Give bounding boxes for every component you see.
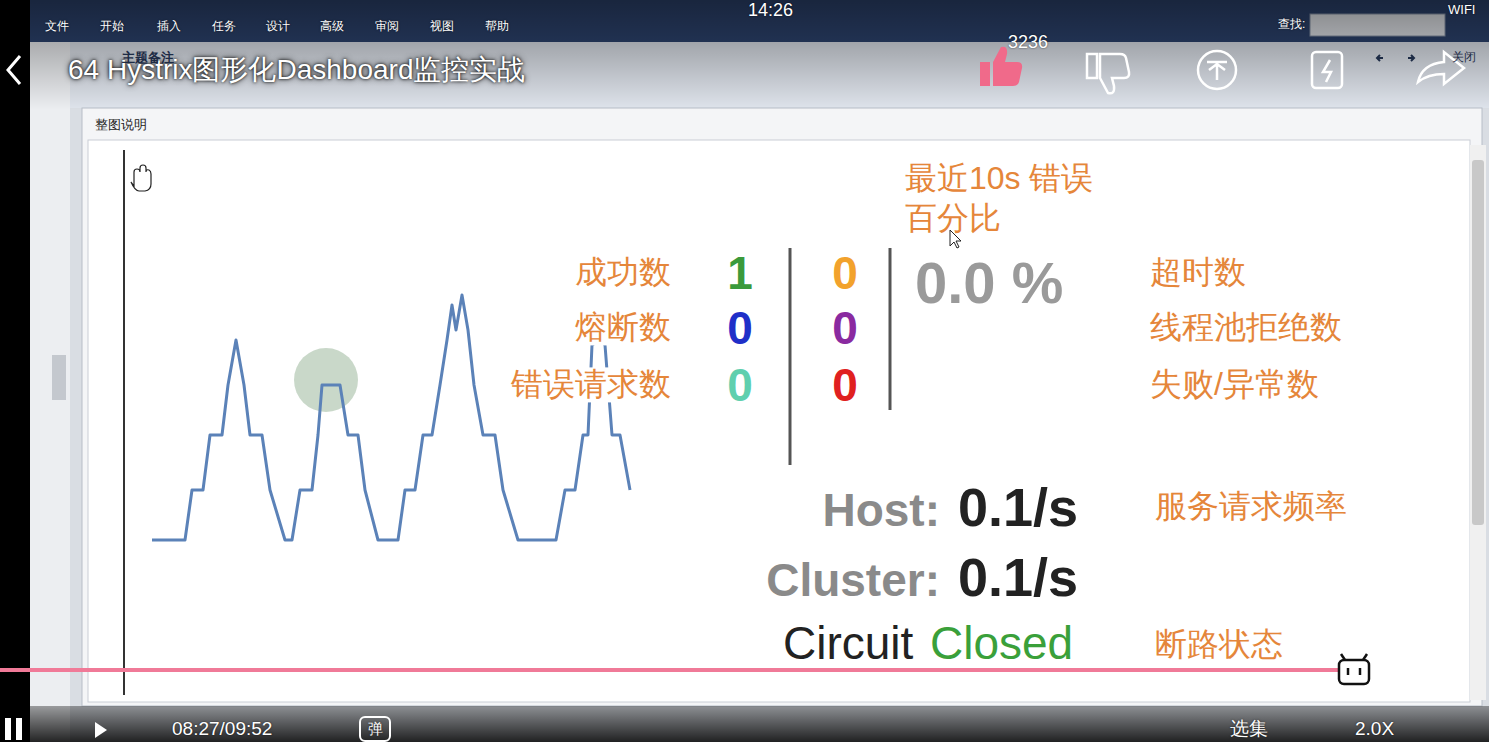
side-scroll	[52, 355, 66, 400]
rate-label: Host:	[822, 485, 940, 536]
metric-value: 0	[727, 303, 753, 354]
playback-time: 08:27/09:52	[172, 719, 272, 740]
dislike-icon	[1087, 54, 1129, 93]
progress-bar	[0, 668, 1340, 672]
wifi-status: WIFI	[1448, 3, 1475, 17]
rate-label: Cluster:	[766, 555, 940, 606]
menu-item: 任务	[212, 20, 236, 33]
back-icon	[8, 56, 20, 84]
coin-mark	[1207, 62, 1227, 80]
menu-item: 开始	[100, 20, 124, 33]
rate-value: 0.1/s	[958, 478, 1078, 537]
metric-value: 0	[832, 248, 858, 299]
search-label: 查找:	[1278, 18, 1305, 31]
health-circle	[294, 348, 358, 412]
progress-knob	[1339, 654, 1369, 684]
metric-value: 1	[727, 248, 753, 299]
danmaku-toggle: 弹	[368, 721, 383, 738]
note-content	[88, 140, 1470, 702]
annotation: 成功数	[573, 255, 673, 290]
danmaku-icon	[360, 717, 390, 741]
like-count: 3236	[1008, 33, 1048, 53]
note-panel	[82, 108, 1482, 706]
coin-icon	[1198, 51, 1236, 89]
menu-item: 审阅	[375, 20, 399, 33]
side-panel	[30, 42, 70, 742]
annotation: 熔断数	[573, 310, 673, 345]
hand-cursor	[131, 165, 151, 191]
pause-icon	[16, 718, 22, 740]
scroll-thumb	[1472, 160, 1484, 525]
annotation: 最近10s 错误百分比	[905, 158, 1095, 238]
annotation: 线程池拒绝数	[1150, 310, 1342, 345]
annotation: 错误请求数	[509, 367, 673, 402]
divider	[789, 248, 792, 465]
close-button: 关闭	[1452, 51, 1476, 64]
clock: 14:26	[748, 1, 793, 21]
traffic-sparkline	[152, 295, 630, 540]
note-heading: 整图说明	[95, 118, 147, 132]
annotation: 服务请求频率	[1155, 489, 1347, 524]
menu-item: 插入	[157, 20, 181, 33]
panel-heading: 主题备注	[122, 51, 174, 65]
menu-item: 帮助	[485, 20, 509, 33]
next-icon	[95, 722, 107, 738]
video-bottom-shade	[0, 706, 1489, 742]
menu-item: 文件	[45, 20, 69, 33]
pause-icon	[5, 718, 11, 740]
metric-value: 0	[727, 360, 753, 411]
screen-edge	[0, 0, 30, 742]
menu-item: 视图	[430, 20, 454, 33]
metric-value: 0	[832, 303, 858, 354]
episode-button: 选集	[1230, 719, 1268, 740]
favorite-mark	[1323, 60, 1331, 82]
annotation: 断路状态	[1155, 627, 1283, 662]
circuit-state: Closed	[930, 618, 1073, 669]
metric-value: 0	[832, 360, 858, 411]
panel-guide	[123, 150, 125, 695]
divider	[889, 248, 892, 410]
error-percent: 0.0 %	[915, 251, 1063, 315]
speed-button: 2.0X	[1355, 719, 1394, 740]
annotation: 失败/异常数	[1150, 367, 1319, 402]
nav-arrows	[1377, 55, 1414, 61]
menu-item: 设计	[266, 20, 290, 33]
favorite-icon	[1312, 52, 1342, 88]
video-top-shade	[30, 0, 1489, 110]
annotation: 超时数	[1150, 255, 1246, 290]
rate-value: 0.1/s	[958, 548, 1078, 607]
scrollbar	[1470, 145, 1486, 700]
like-icon	[980, 47, 1022, 86]
circuit-label: Circuit	[783, 618, 913, 669]
menu-item: 高级	[320, 20, 344, 33]
